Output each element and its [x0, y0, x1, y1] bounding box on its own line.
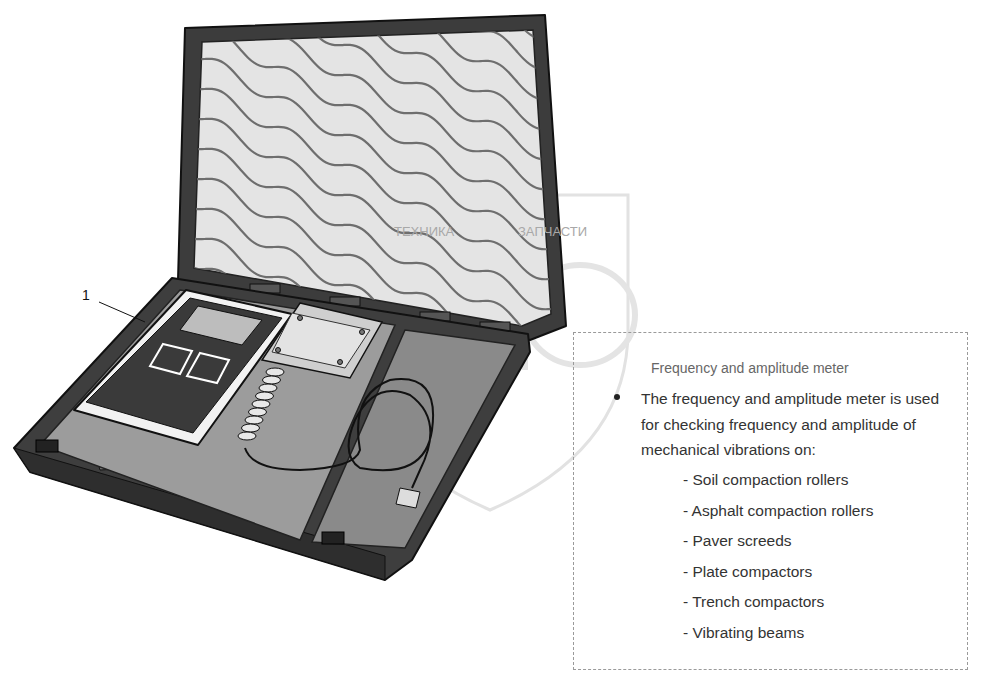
panel-body: The frequency and amplitude meter is use…: [641, 386, 946, 463]
watermark-text: ТЕХНИКА: [394, 224, 454, 239]
screw: [360, 330, 365, 335]
foam-ridge: [170, 10, 578, 230]
description-panel: Frequency and amplitude meterThe frequen…: [573, 332, 968, 670]
latch: [322, 532, 344, 544]
device-button: [150, 344, 192, 374]
strain-relief: [242, 424, 260, 432]
screw: [276, 348, 281, 353]
latch: [36, 440, 58, 452]
meter-device: [74, 290, 292, 445]
leader-line: [99, 302, 145, 322]
foam-ridge: [170, 0, 578, 50]
strain-relief: [259, 384, 277, 392]
list-item: - Paver screeds: [683, 528, 792, 554]
cable: [245, 379, 433, 488]
strain-relief: [245, 416, 263, 424]
strain-relief: [256, 392, 274, 400]
foam-ridge: [170, 0, 578, 110]
list-item: - Asphalt compaction rollers: [683, 498, 873, 524]
device-face: [86, 298, 282, 433]
foam-ridge: [170, 0, 578, 170]
case-base: [14, 278, 530, 580]
foam-ridge: [170, 70, 578, 290]
panel-heading: Frequency and amplitude meter: [651, 359, 849, 377]
list-item: - Soil compaction rollers: [683, 467, 848, 493]
connector-plug: [396, 488, 420, 508]
base-shell: [14, 278, 530, 580]
sensor-top: [272, 313, 370, 368]
right-tray: [312, 330, 515, 548]
strain-relief: [249, 408, 267, 416]
watermark-text: ЗАПЧАСТИ: [518, 224, 587, 239]
strain-relief: [238, 432, 256, 440]
device-display: [180, 306, 262, 345]
foam-ridge: [170, 40, 578, 260]
list-item: - Plate compactors: [683, 559, 812, 585]
vibration-sensor: [238, 303, 433, 508]
list-item: - Trench compactors: [683, 589, 824, 615]
callout-number: 1: [82, 287, 90, 303]
strain-relief: [252, 400, 270, 408]
sensor-housing: [262, 303, 382, 378]
screw: [298, 316, 303, 321]
device-button: [187, 353, 229, 383]
foam-ridge: [170, 0, 578, 20]
strain-relief: [266, 368, 284, 376]
list-item: - Vibrating beams: [683, 620, 804, 646]
device-body: [74, 290, 292, 445]
bullet: [614, 394, 620, 400]
screw: [338, 360, 343, 365]
strain-relief: [263, 376, 281, 384]
